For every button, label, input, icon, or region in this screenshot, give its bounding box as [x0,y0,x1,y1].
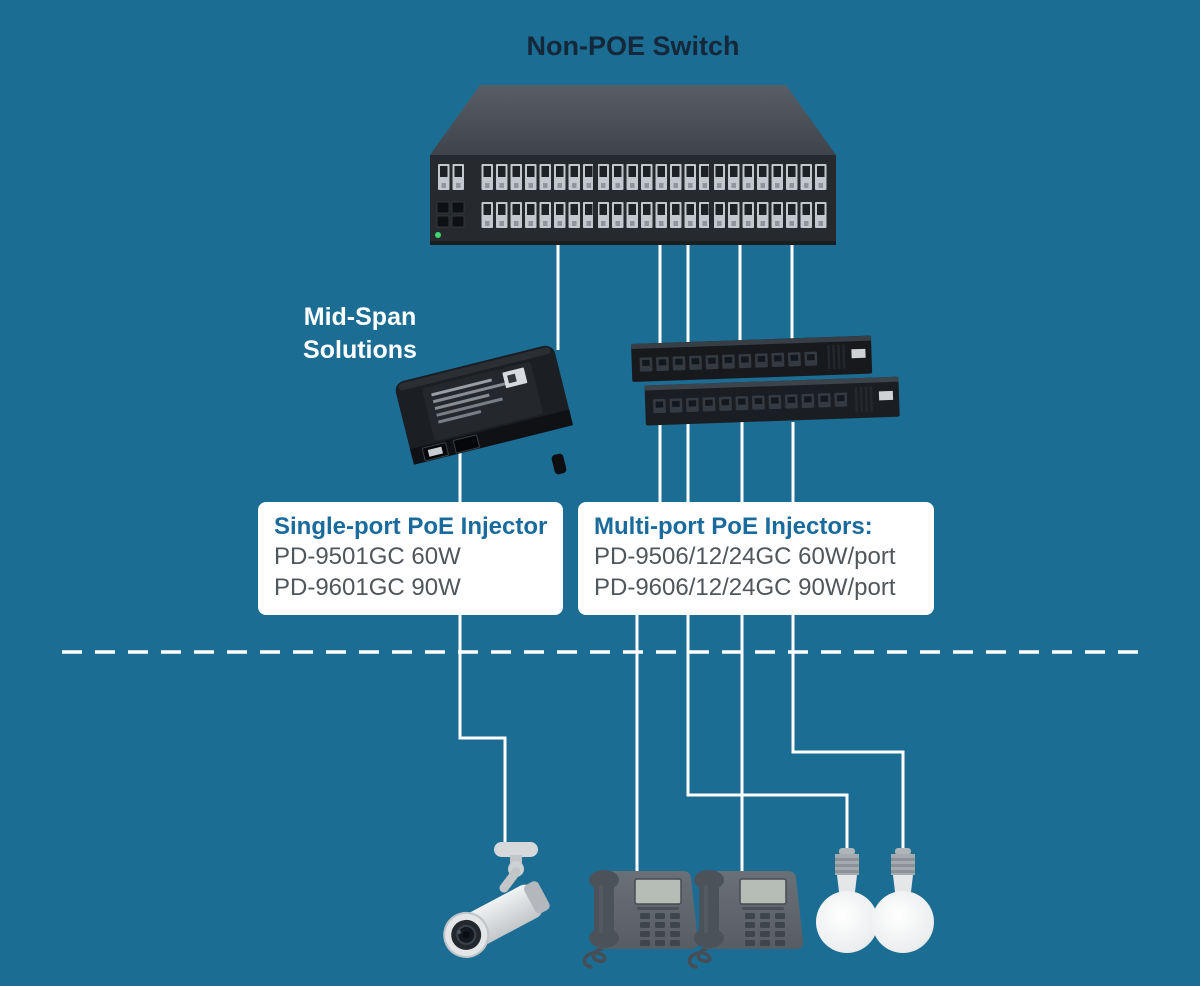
phone-screen [739,878,787,905]
info-box-heading: Single-port PoE Injector [274,513,548,540]
model-number: PD-9501GC 60W [274,543,461,571]
non-poe-switch-illustration [418,78,848,255]
injector-front-face [410,409,574,465]
unit-2-ports [650,389,848,419]
phone-screen [634,878,682,905]
poe-injector-icon [395,345,574,475]
cable-to-bulb-1 [686,600,849,852]
phone-keypad [640,913,680,946]
switch-port-row-1 [480,162,828,192]
phone-cord [582,945,609,969]
model-number: PD-9601GC 90W [274,573,461,601]
model-number: PD-9506/12/24GC 60W/port [594,543,896,571]
injector-rj45-port [452,434,480,454]
camera-body [443,881,550,958]
light-bulb-2 [868,846,938,965]
info-box-single-port: Single-port PoE Injector PD-9501GC 60W P… [258,502,564,616]
cable-to-bulb-2 [791,600,905,852]
switch-uplink-ports [436,162,466,192]
switch-top-face [430,85,836,155]
light-bulb-icon [816,848,878,953]
light-bulb-1 [812,846,882,965]
injector-dc-plug [551,453,567,475]
model-number: PD-9606/12/24GC 90W/port [594,573,896,601]
light-bulb-icon [872,848,934,953]
cable-to-camera [458,600,507,856]
phone-keypad [745,913,785,946]
unit-1-ports [637,347,821,376]
bulb-glass [872,891,934,953]
injector-unit-2 [644,376,900,426]
security-camera [428,836,578,969]
phone-cord [687,945,714,969]
security-camera-icon [443,842,550,958]
network-switch-icon [430,85,836,245]
midspan-solutions-label: Mid-Span Solutions [303,303,417,364]
bulb-glass [816,891,878,953]
ip-phone-icon [687,870,804,969]
page-title: Non-POE Switch [526,31,740,61]
poe-injector-stack-icon [631,335,900,426]
ip-phone-1 [577,843,703,978]
injector-unit-1 [631,335,873,382]
ip-phone-2 [682,843,808,978]
info-box-heading: Multi-port PoE Injectors: [594,513,873,540]
info-box-multi-port: Multi-port PoE Injectors: PD-9506/12/24G… [578,502,934,616]
camera-mount-base [494,842,538,857]
multi-port-injector-illustration [625,333,925,473]
switch-status-led [435,232,441,238]
switch-sfp-cages [436,201,465,228]
single-port-injector-illustration [385,326,585,501]
ip-phone-icon [582,870,699,969]
switch-port-row-2 [480,200,828,230]
